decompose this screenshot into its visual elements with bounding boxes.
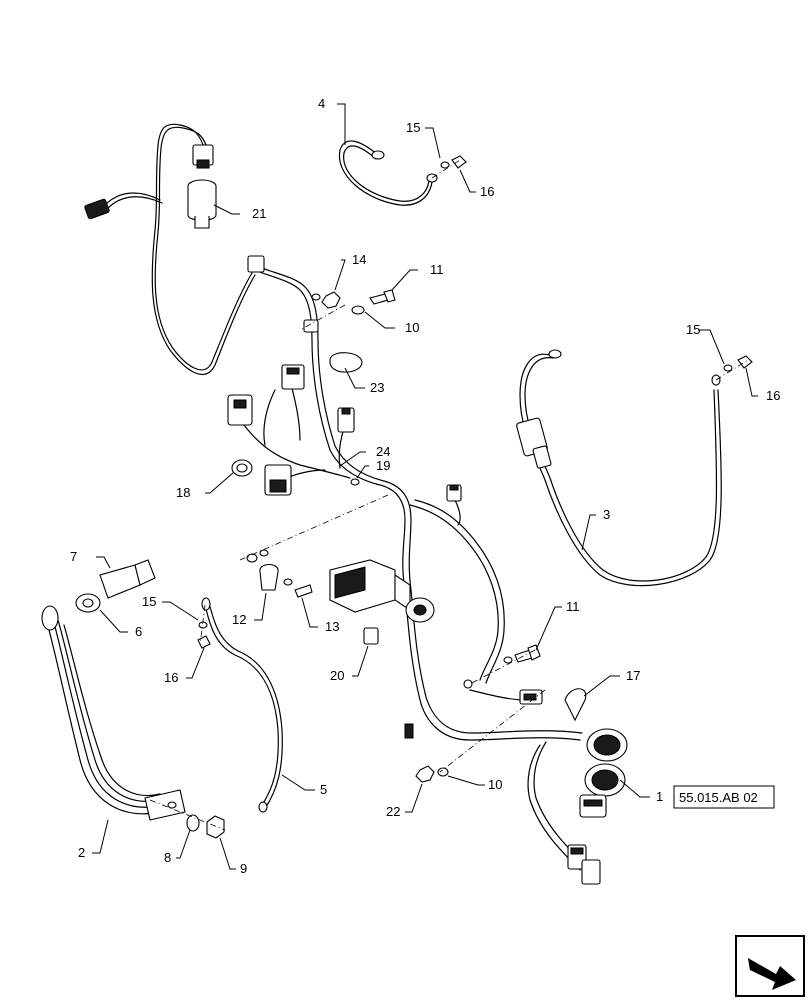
cable-5 <box>201 597 283 813</box>
callout-4: 4 <box>318 96 325 111</box>
callout-18: 18 <box>176 485 190 500</box>
callout-5: 5 <box>320 782 327 797</box>
callout-3: 3 <box>603 507 610 522</box>
assembly-centerlines <box>149 159 749 831</box>
callout-6: 6 <box>135 624 142 639</box>
main-wiring-harness <box>227 255 628 885</box>
callout-numbers: 4 15 16 21 14 11 10 23 24 19 18 15 16 3 … <box>70 96 780 876</box>
ground-strap-2 <box>41 605 186 821</box>
callout-8: 8 <box>164 850 171 865</box>
callout-13: 13 <box>325 619 339 634</box>
callout-22: 22 <box>386 804 400 819</box>
ground-cable-4 <box>338 140 467 206</box>
sensor-harness-21 <box>84 123 256 376</box>
callout-21: 21 <box>252 206 266 221</box>
callout-1: 1 <box>656 789 663 804</box>
next-page-arrow-icon[interactable] <box>735 935 805 997</box>
callout-10: 10 <box>405 320 419 335</box>
callout-23: 23 <box>370 380 384 395</box>
callout-19: 19 <box>376 458 390 473</box>
callout-16: 16 <box>766 388 780 403</box>
callout-10: 10 <box>488 777 502 792</box>
hardware-fasteners <box>186 289 541 839</box>
callout-16: 16 <box>164 670 178 685</box>
callout-16: 16 <box>480 184 494 199</box>
callout-12: 12 <box>232 612 246 627</box>
callout-11: 11 <box>566 599 580 614</box>
callout-7: 7 <box>70 549 77 564</box>
callout-9: 9 <box>240 861 247 876</box>
callout-2: 2 <box>78 845 85 860</box>
callout-14: 14 <box>352 252 366 267</box>
callout-17: 17 <box>626 668 640 683</box>
fused-cable-3 <box>516 349 753 587</box>
callout-15: 15 <box>406 120 420 135</box>
bolt-7-washer-6 <box>75 559 156 613</box>
reference-link-box[interactable]: 55.015.AB 02 <box>673 785 775 809</box>
callout-24: 24 <box>376 444 390 459</box>
callout-15: 15 <box>686 322 700 337</box>
callout-15: 15 <box>142 594 156 609</box>
callout-11: 11 <box>430 262 444 277</box>
reference-code: 55.015.AB 02 <box>679 790 758 805</box>
callout-leaders <box>92 103 758 870</box>
callout-20: 20 <box>330 668 344 683</box>
